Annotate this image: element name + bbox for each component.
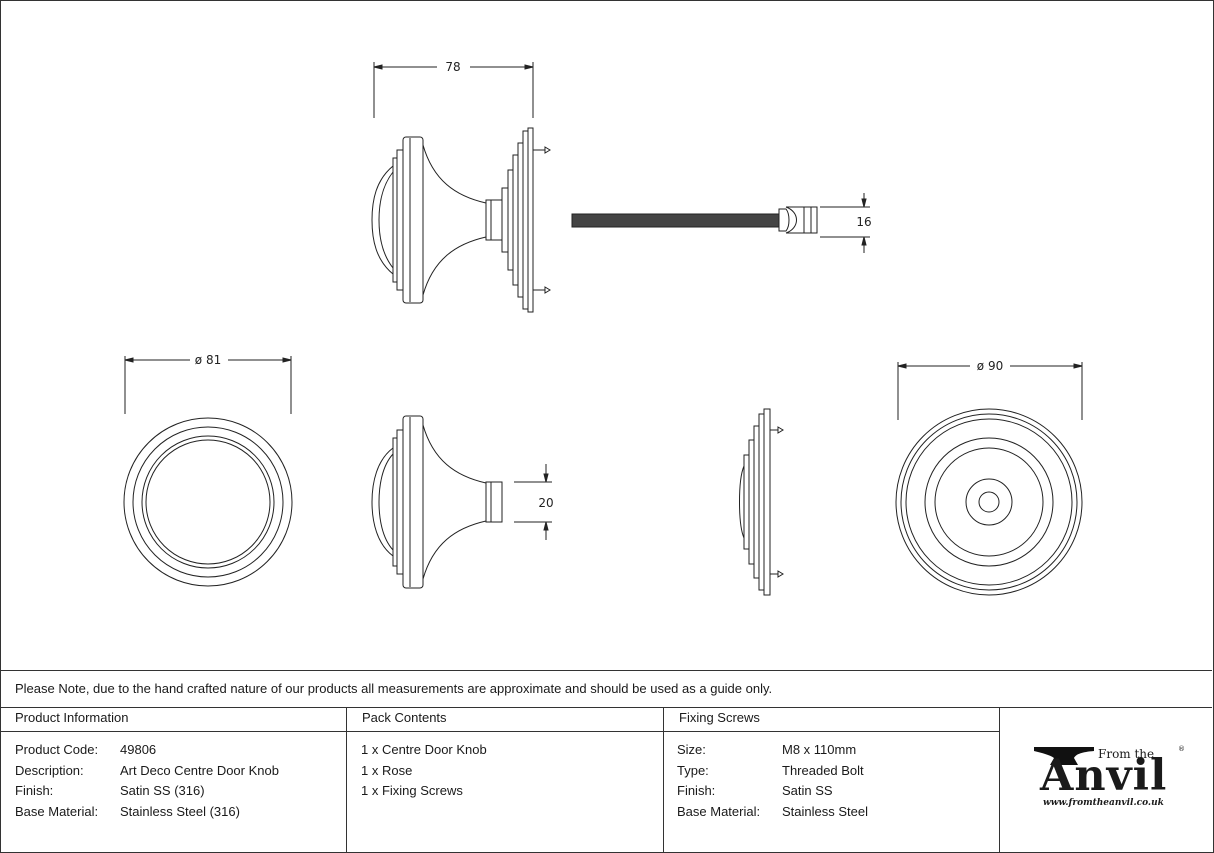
dim-rose-90: ø 90 xyxy=(977,359,1003,373)
product-information-panel: Product Information Product Code:49806 D… xyxy=(0,707,347,852)
note-text: Please Note, due to the hand crafted nat… xyxy=(15,681,773,696)
logo-registered-mark: ® xyxy=(1178,745,1185,753)
measurement-note: Please Note, due to the hand crafted nat… xyxy=(0,670,1212,708)
product-info-row: Product Code:49806 xyxy=(15,742,157,757)
assembly-side-view: 78 xyxy=(371,60,551,313)
dim-spindle-20: 20 xyxy=(538,496,553,510)
rose-side-view xyxy=(739,408,784,596)
fixing-row: Type:Threaded Bolt xyxy=(677,762,864,778)
pack-contents-header: Pack Contents xyxy=(347,707,663,732)
dim-bolt-16: 16 xyxy=(856,215,871,229)
from-the-anvil-logo: From the ® Anvil www.fromtheanvil.co.uk xyxy=(1000,707,1212,852)
knob-side-view: 20 xyxy=(371,415,554,589)
pack-item: 1 x Fixing Screws xyxy=(361,783,463,798)
product-info-row: Finish:Satin SS (316) xyxy=(15,783,205,798)
pack-contents-panel: Pack Contents 1 x Centre Door Knob 1 x R… xyxy=(347,707,664,852)
fixing-row: Base Material:Stainless Steel xyxy=(677,803,868,819)
fixing-row: Size:M8 x 110mm xyxy=(677,742,857,757)
fixing-screws-header: Fixing Screws xyxy=(664,707,999,732)
fixing-row: Finish:Satin SS xyxy=(677,783,833,798)
product-info-row: Description:Art Deco Centre Door Knob xyxy=(15,762,279,778)
product-information-header: Product Information xyxy=(0,707,346,732)
logo-from-the: From the xyxy=(1098,747,1155,761)
dim-width-78: 78 xyxy=(445,60,460,74)
fixing-screws-panel: Fixing Screws Size:M8 x 110mm Type:Threa… xyxy=(664,707,1000,852)
dim-knob-81: ø 81 xyxy=(195,353,221,367)
rose-front-view: ø 90 xyxy=(895,359,1083,596)
pack-item: 1 x Centre Door Knob xyxy=(361,742,487,757)
logo-anvil-word: Anvil xyxy=(1040,751,1168,801)
product-info-row: Base Material:Stainless Steel (316) xyxy=(15,803,240,819)
logo-url: www.fromtheanvil.co.uk xyxy=(1043,798,1164,808)
knob-front-view: ø 81 xyxy=(123,353,293,587)
threaded-bolt: 16 xyxy=(571,193,872,253)
pack-item: 1 x Rose xyxy=(361,762,413,778)
drawing-area: 78 xyxy=(123,60,1083,596)
anvil-icon xyxy=(1034,747,1094,765)
